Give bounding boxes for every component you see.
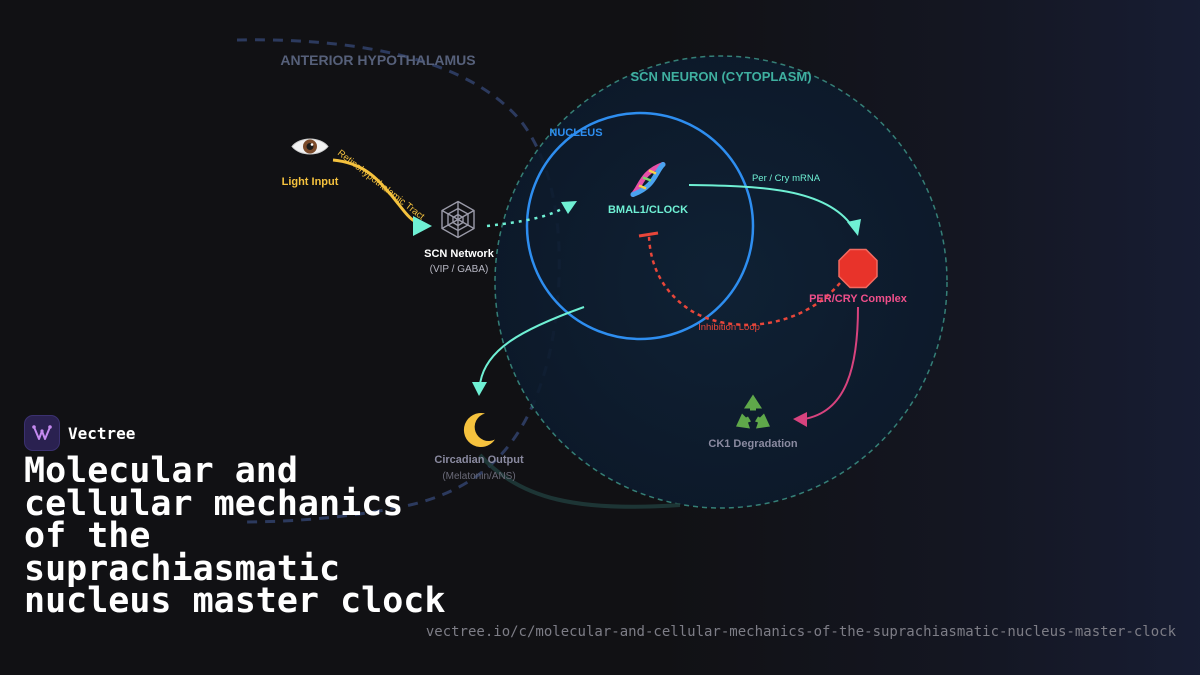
inhibition-loop-line	[647, 235, 841, 327]
network-to-nucleus-arrow	[486, 204, 568, 228]
ck1-degradation-label: CK1 Degradation	[708, 438, 798, 450]
inhibition-loop-label: Inhibition Loop	[698, 322, 760, 333]
eye-icon	[290, 135, 330, 162]
crescent-moon-icon	[459, 410, 499, 453]
circadian-output-label: Circadian Output	[434, 454, 524, 466]
per-cry-label: PER/CRY Complex	[809, 293, 907, 305]
circadian-output-sublabel: (Melatonin/ANS)	[442, 471, 516, 482]
network-web-icon	[438, 200, 478, 243]
tract-arrowhead	[413, 216, 432, 236]
page-url[interactable]: vectree.io/c/molecular-and-cellular-mech…	[425, 624, 1176, 640]
transcription-arrow	[688, 184, 853, 227]
transcription-arrowhead	[847, 219, 861, 236]
scn-network-sublabel: (VIP / GABA)	[429, 264, 489, 275]
page-title: Molecular and cellular mechanics of the …	[24, 451, 446, 621]
hypothalamus-label: ANTERIOR HYPOTHALAMUS	[280, 52, 476, 68]
brand[interactable]: Vectree	[24, 415, 135, 451]
output-arrowhead	[472, 382, 487, 396]
neuron-label: SCN NEURON (CYTOPLASM)	[630, 69, 812, 84]
scn-network-label: SCN Network	[424, 248, 494, 260]
vectree-logo-icon	[24, 415, 60, 451]
output-return-path	[478, 453, 681, 509]
bmal-clock-label: BMAL1/CLOCK	[607, 204, 689, 216]
tract-label: Retinohypothalamic Tract	[335, 148, 427, 223]
recycle-icon	[732, 393, 774, 436]
neuron-cytoplasm	[494, 55, 948, 509]
light-input-label: Light Input	[281, 176, 339, 188]
brand-name: Vectree	[68, 423, 136, 443]
dna-icon	[627, 159, 669, 204]
retinohypothalamic-tract-line	[332, 158, 417, 224]
degradation-arrowhead	[793, 412, 807, 427]
output-arrow	[479, 306, 585, 385]
mrna-label: Per / Cry mRNA	[751, 173, 821, 184]
inhibition-bar	[638, 231, 659, 238]
nucleus-label: NUCLEUS	[549, 127, 603, 139]
stop-sign-icon	[837, 248, 879, 293]
degradation-arrow	[803, 306, 859, 420]
nucleus-membrane	[525, 111, 755, 341]
network-arrowhead	[561, 201, 577, 214]
